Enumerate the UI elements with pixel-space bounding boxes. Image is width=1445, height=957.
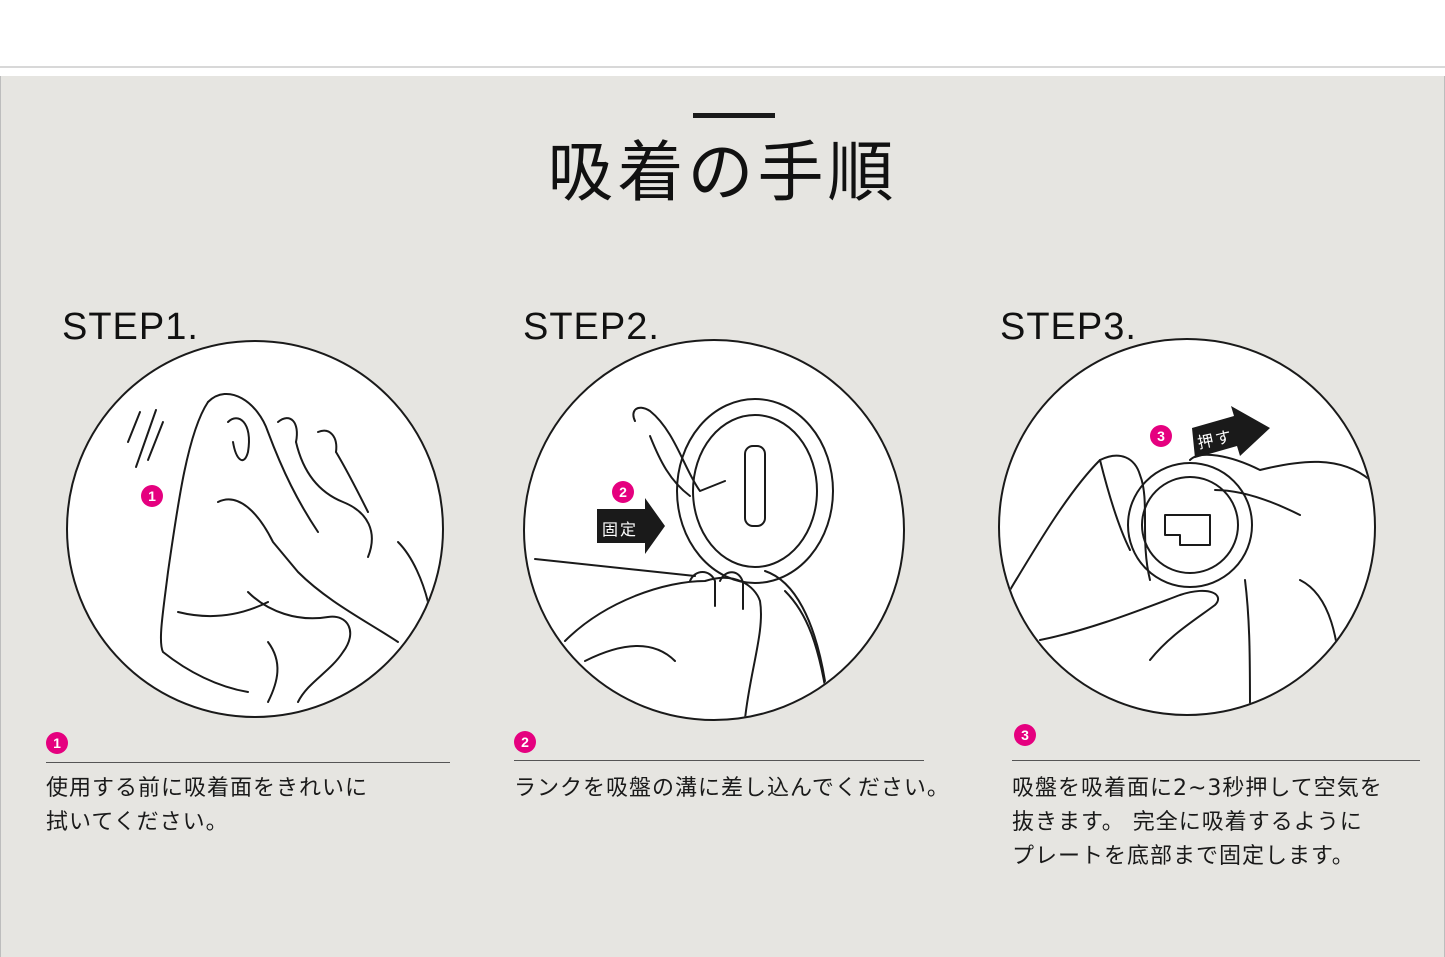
step1-label: STEP1. (62, 306, 199, 348)
suction-hook-insert-illustration (534, 398, 834, 719)
step3-description-line1: 吸盤を吸着面に2~3秒押して空気を (1012, 776, 1383, 801)
step3-marker: 3 (1014, 724, 1036, 746)
title-accent-bar (693, 113, 775, 118)
step3-marker-in-image: 3 (1150, 425, 1172, 447)
step1-marker-in-image: 1 (141, 485, 163, 507)
step2-description-line1: ランクを吸盤の溝に差し込んでください。 (514, 776, 950, 801)
step3-label: STEP3. (1000, 306, 1137, 348)
step2-marker: 2 (514, 731, 536, 753)
step2-label: STEP2. (523, 306, 660, 348)
step1-marker: 1 (46, 732, 68, 754)
step2-description: ランクを吸盤の溝に差し込んでください。 (514, 772, 984, 806)
step1-illustration (66, 340, 444, 718)
top-bar (0, 0, 1445, 68)
step3-divider (1012, 760, 1420, 761)
step3-description-line3: プレートを底部まで固定します。 (1012, 844, 1355, 869)
arrow-right-icon (597, 498, 665, 554)
step3-illustration (998, 338, 1376, 716)
step2-divider (514, 760, 924, 761)
step3-description-line2: 抜きます。 完全に吸着するように (1012, 810, 1363, 835)
step2-illustration (523, 339, 905, 721)
cloth-wiping-hand-illustration (127, 392, 429, 703)
step2-arrow-label: 固定 (602, 520, 639, 539)
step1-description-line2: 拭いてください。 (46, 810, 229, 835)
step1-divider (46, 762, 450, 763)
step3-description: 吸盤を吸着面に2~3秒押して空気を 抜きます。 完全に吸着するように プレートを… (1012, 772, 1432, 874)
arrow-right-icon (1192, 406, 1270, 458)
page-title: 吸着の手順 (547, 134, 898, 211)
step1-description-line1: 使用する前に吸着面をきれいに (46, 776, 369, 801)
press-suction-cup-illustration (1009, 406, 1371, 714)
step1-description: 使用する前に吸着面をきれいに 拭いてください。 (46, 772, 446, 840)
step2-marker-in-image: 2 (612, 481, 634, 503)
